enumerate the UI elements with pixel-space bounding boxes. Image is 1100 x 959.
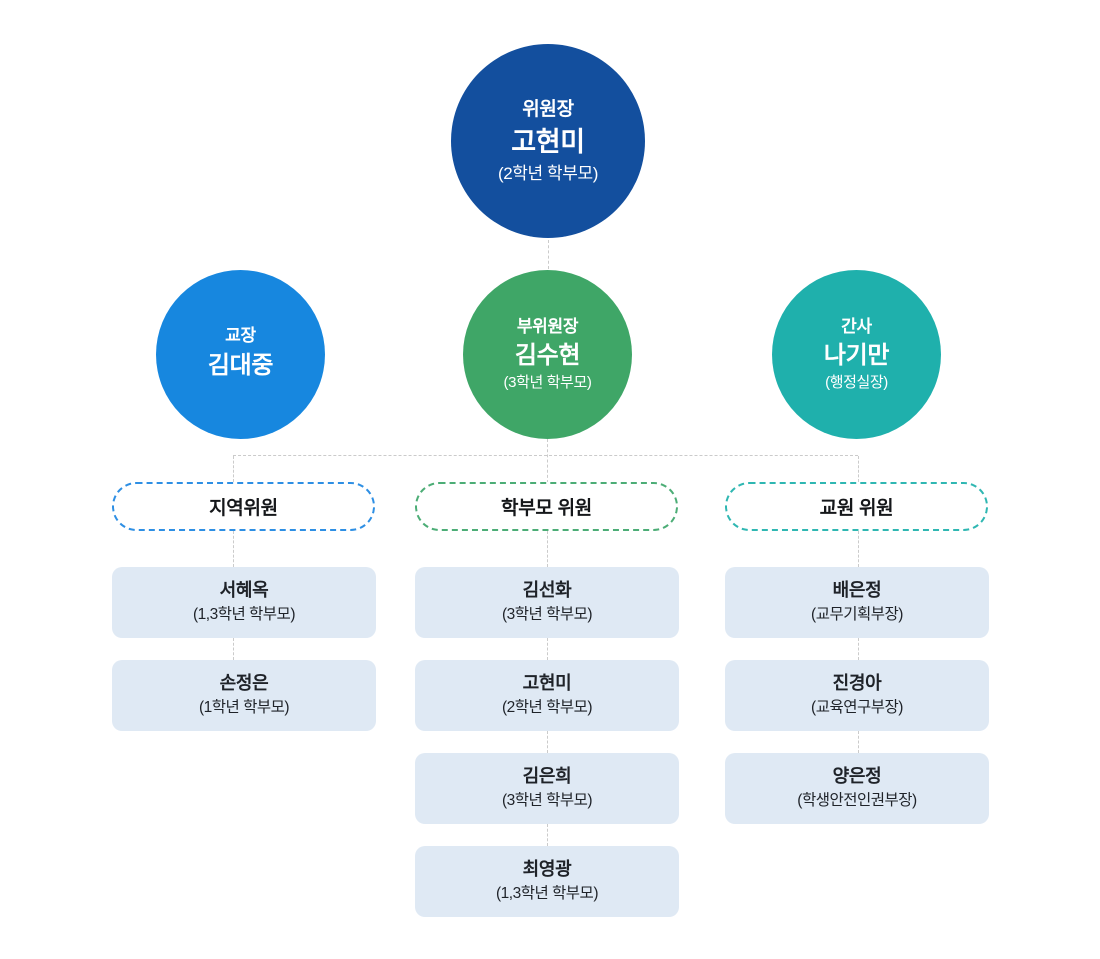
vice-chair-note-label: (3학년 학부모) [503,374,592,392]
connector-down-regional [233,456,234,482]
member-note: (3학년 학부모) [501,792,593,809]
member-box: 고현미 (2학년 학부모) [415,660,679,731]
member-box: 배은정 (교무기획부장) [725,567,989,638]
connector-chair-to-vice [548,240,549,269]
member-name: 진경아 [832,673,882,694]
member-name: 서혜옥 [219,580,269,601]
member-note: (1학년 학부모) [198,699,290,716]
connector-regional-box1-box2 [233,638,234,660]
connector-parent-pill-to-box1 [547,531,548,567]
connector-parent-box3-box4 [547,824,548,846]
connector-teacher-box1-box2 [858,638,859,660]
connector-parent-box1-box2 [547,638,548,660]
member-name: 최영광 [522,859,572,880]
secretary-note-label: (행정실장) [825,374,888,392]
pill-teacher-members: 교원 위원 [725,482,988,531]
circle-principal: 교장 김대중 [156,270,325,439]
member-name: 고현미 [522,673,572,694]
pill-parent-label: 학부모 위원 [501,498,592,519]
member-box: 서혜옥 (1,3학년 학부모) [112,567,376,638]
connector-teacher-pill-to-box1 [858,531,859,567]
circle-vice-chairperson: 부위원장 김수현 (3학년 학부모) [463,270,632,439]
vice-chair-name-label: 김수현 [514,342,581,370]
secretary-role-label: 간사 [841,317,872,336]
chair-note-label: (2학년 학부모) [497,164,599,184]
principal-name-label: 김대중 [207,351,274,379]
member-note: (교육연구부장) [811,699,903,716]
connector-down-teacher [858,456,859,482]
member-note: (1,3학년 학부모) [193,606,295,623]
principal-role-label: 교장 [225,326,256,346]
member-note: (1,3학년 학부모) [496,885,598,902]
member-note: (2학년 학부모) [501,699,593,716]
member-note: (교무기획부장) [811,606,903,623]
pill-parent-members: 학부모 위원 [415,482,678,531]
member-name: 손정은 [219,673,269,694]
member-box: 김선화 (3학년 학부모) [415,567,679,638]
member-note: (학생안전인권부장) [797,792,917,809]
member-name: 김은희 [522,766,572,787]
member-box: 김은희 (3학년 학부모) [415,753,679,824]
member-name: 양은정 [832,766,882,787]
pill-regional-label: 지역위원 [209,498,278,519]
connector-vice-to-parent-pill [547,439,548,483]
pill-regional-members: 지역위원 [112,482,375,531]
member-name: 배은정 [832,580,882,601]
member-note: (3학년 학부모) [501,606,593,623]
chair-name-label: 고현미 [511,127,585,158]
connector-teacher-box2-box3 [858,731,859,753]
circle-secretary: 간사 나기만 (행정실장) [772,270,941,439]
member-box: 최영광 (1,3학년 학부모) [415,846,679,917]
member-name: 김선화 [522,580,572,601]
connector-horizontal [233,455,858,456]
vice-chair-role-label: 부위원장 [516,317,579,336]
connector-parent-box2-box3 [547,731,548,753]
circle-chairperson: 위원장 고현미 (2학년 학부모) [451,44,645,238]
member-box: 양은정 (학생안전인권부장) [725,753,989,824]
pill-teacher-label: 교원 위원 [819,498,894,519]
connector-regional-pill-to-box1 [233,531,234,567]
chair-role-label: 위원장 [522,98,574,120]
member-box: 손정은 (1학년 학부모) [112,660,376,731]
secretary-name-label: 나기만 [823,342,890,370]
member-box: 진경아 (교육연구부장) [725,660,989,731]
